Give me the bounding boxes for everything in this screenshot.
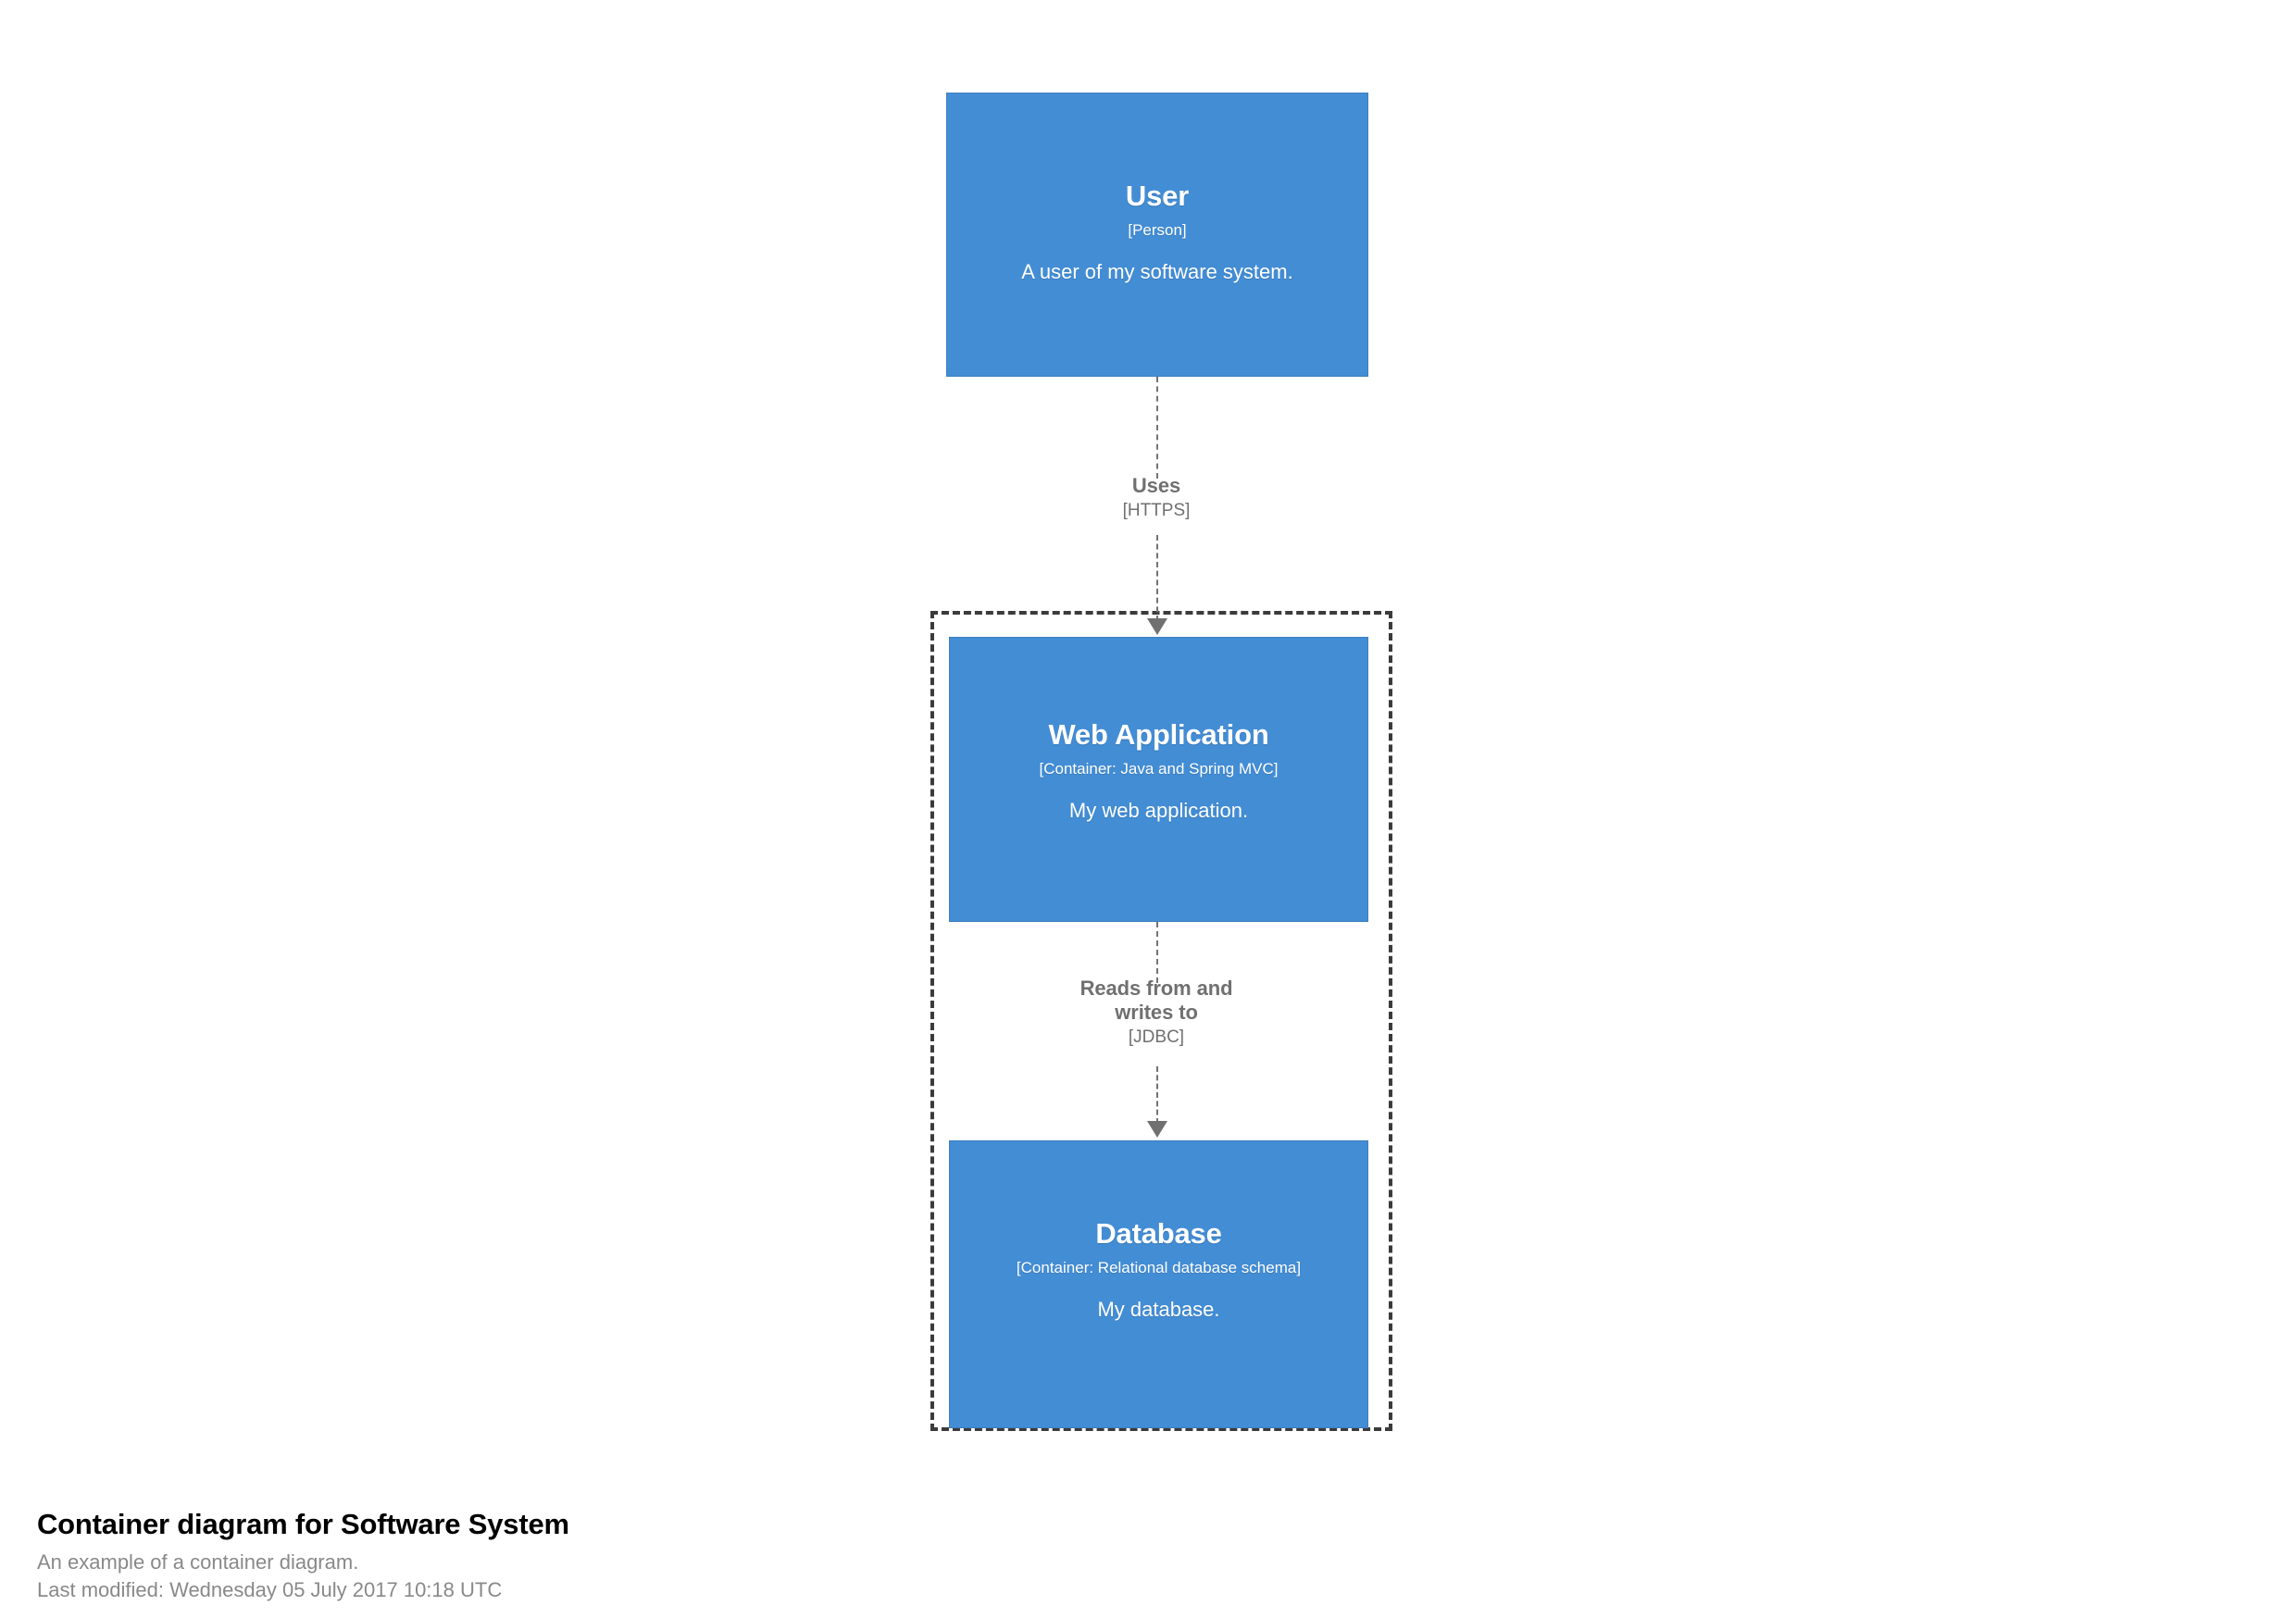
relationship-uses-line-lower [1156,535,1158,621]
node-web-application[interactable]: Web Application [Container: Java and Spr… [949,637,1368,922]
node-web-application-name: Web Application [1048,718,1269,751]
relationship-uses-label: Uses [HTTPS] [994,474,1318,521]
relationship-uses-arrowhead-icon [1147,618,1167,635]
diagram-subtitle: An example of a container diagram. [37,1550,359,1574]
node-user-name: User [1125,180,1190,212]
node-database-content: Database [Container: Relational database… [950,1217,1367,1323]
node-user-content: User [Person] A user of my software syst… [947,180,1367,285]
relationship-reads-writes-description-line1: Reads from and [1079,977,1233,1000]
diagram-title: Container diagram for Software System [37,1508,569,1540]
node-web-application-content: Web Application [Container: Java and Spr… [950,718,1367,824]
diagram-last-modified: Last modified: Wednesday 05 July 2017 10… [37,1577,503,1601]
node-web-application-technology: [Container: Java and Spring MVC] [1039,759,1279,778]
node-database-technology: [Container: Relational database schema] [1016,1258,1302,1276]
relationship-reads-writes-label: Reads from and writes to [JDBC] [994,977,1318,1048]
node-database[interactable]: Database [Container: Relational database… [949,1140,1368,1428]
relationship-uses-description: Uses [1131,474,1181,497]
relationship-reads-writes-description-line2: writes to [1115,1000,1198,1024]
node-user[interactable]: User [Person] A user of my software syst… [946,93,1368,377]
relationship-reads-writes-line-lower [1156,1066,1158,1124]
node-web-application-description: My web application. [1068,799,1249,823]
node-database-name: Database [1095,1217,1222,1250]
relationship-reads-writes-line-upper [1156,922,1158,983]
node-user-description: A user of my software system. [1021,260,1293,284]
diagram-caption: Container diagram for Software System An… [37,1507,1333,1604]
relationship-uses-line-upper [1156,377,1158,479]
relationship-uses-technology: [HTTPS] [1122,500,1191,520]
node-database-description: My database. [1097,1298,1220,1322]
relationship-reads-writes-arrowhead-icon [1147,1121,1167,1138]
node-user-technology: [Person] [1128,220,1187,239]
relationship-reads-writes-technology: [JDBC] [1128,1027,1185,1047]
